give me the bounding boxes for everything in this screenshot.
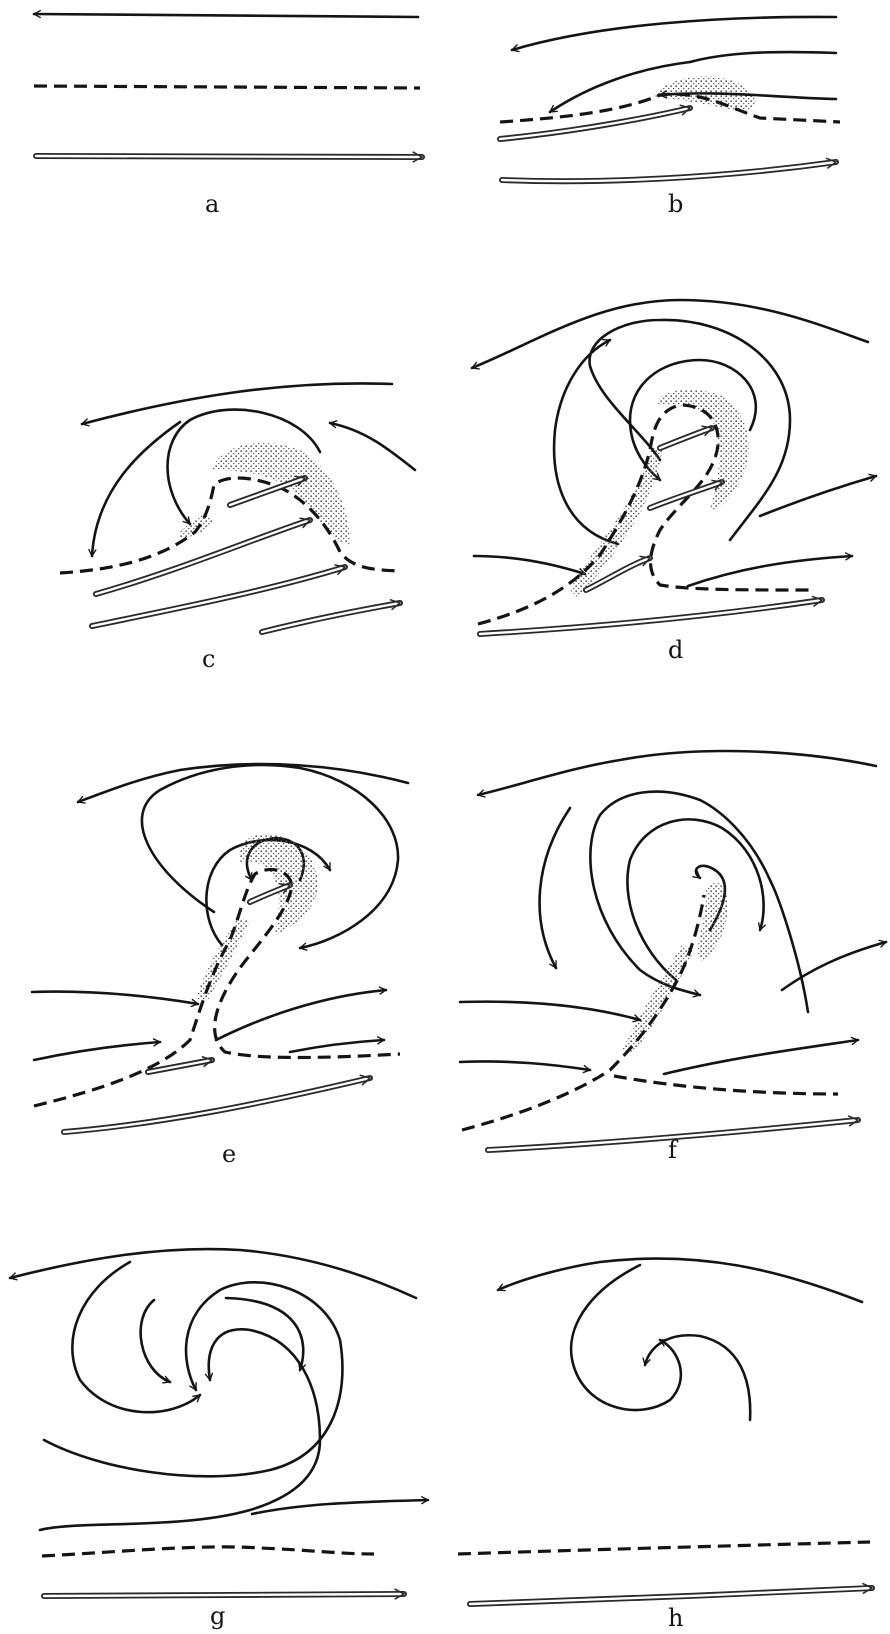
panel-label-a: a	[205, 190, 219, 218]
panel-e: e	[30, 762, 410, 1168]
panel-label-d: d	[668, 636, 683, 664]
panel-b: b	[497, 15, 841, 218]
panel-a: a	[32, 9, 425, 218]
panel-label-g: g	[210, 1602, 225, 1630]
panel-label-c: c	[202, 645, 215, 673]
panel-h: h	[457, 1257, 875, 1632]
panel-label-h: h	[668, 1604, 683, 1632]
panel-label-e: e	[222, 1140, 236, 1168]
panel-g: g	[8, 1247, 430, 1630]
panel-label-f: f	[668, 1136, 679, 1164]
panel-label-b: b	[668, 190, 683, 218]
panel-c: c	[59, 382, 417, 673]
panel-d: d	[470, 298, 878, 664]
panel-f: f	[458, 749, 888, 1164]
